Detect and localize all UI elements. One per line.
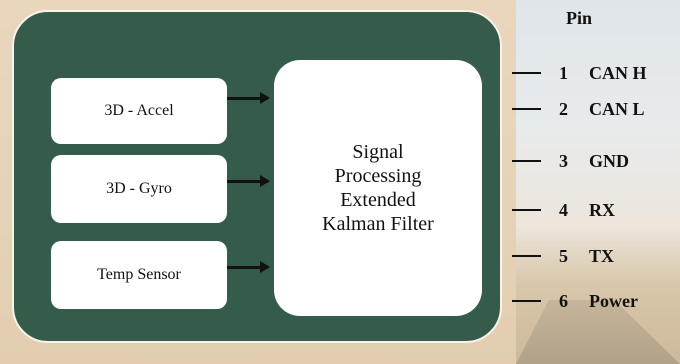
pin-line xyxy=(512,255,541,257)
pin-row: 5 TX xyxy=(512,245,614,267)
pin-row: 2 CAN L xyxy=(512,98,645,120)
pin-row: 6 Power xyxy=(512,290,638,312)
pin-number: 6 xyxy=(559,290,568,311)
pin-label: CAN L xyxy=(589,98,645,119)
pin-header: Pin xyxy=(566,8,593,28)
gyro-to-filter-arrow xyxy=(227,175,270,187)
pin-line xyxy=(512,108,541,110)
pin-number: 5 xyxy=(559,245,568,266)
pin-number: 4 xyxy=(559,199,568,220)
pin-row: 3 GND xyxy=(512,150,629,172)
pin-label: Power xyxy=(589,290,638,311)
pin-line xyxy=(512,72,541,74)
pin-label: TX xyxy=(589,245,615,266)
accel-sensor-box: 3D - Accel xyxy=(51,78,227,144)
accel-sensor-label: 3D - Accel xyxy=(104,102,174,119)
accel-to-filter-arrow xyxy=(227,92,270,104)
pin-line xyxy=(512,160,541,162)
pin-label: RX xyxy=(589,199,615,220)
temp-sensor-label: Temp Sensor xyxy=(97,266,181,283)
pin-row: 4 RX xyxy=(512,199,615,221)
gyro-sensor-label: 3D - Gyro xyxy=(106,180,172,197)
pin-number: 3 xyxy=(559,150,568,171)
gyro-sensor-box: 3D - Gyro xyxy=(51,155,227,223)
pin-line xyxy=(512,300,541,302)
pin-row: 1 CAN H xyxy=(512,62,647,84)
pin-label: CAN H xyxy=(589,62,647,83)
temp-to-filter-arrow xyxy=(227,261,270,273)
pin-line xyxy=(512,209,541,211)
temp-sensor-box: Temp Sensor xyxy=(51,241,227,309)
pin-label: GND xyxy=(589,150,629,171)
kalman-filter-label: Signal Processing Extended Kalman Filter xyxy=(322,141,434,235)
pin-number: 1 xyxy=(559,62,568,83)
kalman-filter-box: Signal Processing Extended Kalman Filter xyxy=(274,60,482,316)
pin-number: 2 xyxy=(559,98,568,119)
sensor-module: 3D - Accel 3D - Gyro Temp Sensor Signal … xyxy=(12,10,502,343)
